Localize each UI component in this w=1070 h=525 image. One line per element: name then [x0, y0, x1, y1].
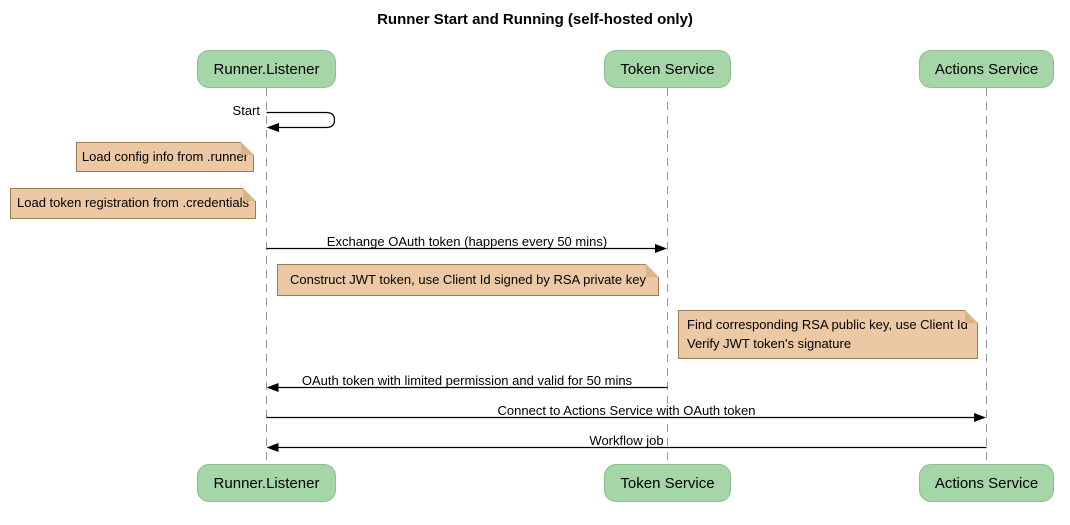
message-label-workflow-job: Workflow job	[589, 433, 664, 448]
self-message-arrowhead-start	[266, 123, 279, 132]
note-load-config: Load config info from .runner	[76, 142, 254, 172]
note-fold-icon	[965, 310, 978, 323]
message-arrowhead-connect	[974, 413, 986, 422]
message-arrowhead-workflow	[266, 443, 279, 452]
note-load-token-registration: Load token registration from .credential…	[10, 188, 256, 219]
self-message-arrow-start	[266, 111, 336, 129]
note-construct-jwt: Construct JWT token, use Client Id signe…	[277, 264, 659, 296]
diagram-title: Runner Start and Running (self-hosted on…	[377, 11, 693, 28]
participant-top-actions-service: Actions Service	[919, 50, 1054, 88]
participant-top-token-service: Token Service	[604, 50, 731, 88]
message-label-oauth-return: OAuth token with limited permission and …	[301, 373, 633, 388]
message-label-exchange-oauth: Exchange OAuth token (happens every 50 m…	[326, 234, 608, 249]
note-fold-icon	[243, 188, 256, 201]
note-text: Load config info from .runner	[81, 148, 249, 164]
message-label-start: Start	[232, 103, 260, 118]
note-verify-jwt: Find corresponding RSA public key, use C…	[678, 310, 978, 359]
message-arrowhead-exchange	[655, 244, 667, 253]
participant-bottom-actions-service: Actions Service	[919, 464, 1054, 502]
note-text: Construct JWT token, use Client Id signe…	[290, 271, 646, 287]
message-arrowhead-oauth-return	[266, 383, 279, 392]
participant-bottom-runner-listener: Runner.Listener	[197, 464, 336, 502]
note-text: Load token registration from .credential…	[17, 195, 249, 211]
participant-top-runner-listener: Runner.Listener	[197, 50, 336, 88]
note-text: Find corresponding RSA public key, use C…	[687, 316, 968, 351]
note-fold-icon	[241, 142, 254, 155]
note-fold-icon	[646, 264, 659, 277]
message-label-connect: Connect to Actions Service with OAuth to…	[497, 403, 756, 418]
participant-bottom-token-service: Token Service	[604, 464, 731, 502]
